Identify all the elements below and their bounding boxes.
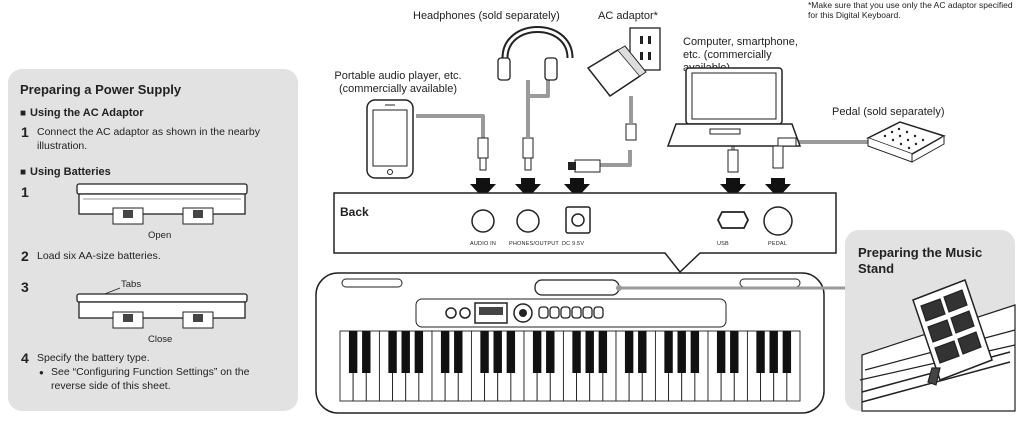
black-key <box>677 331 686 373</box>
black-key <box>414 331 424 373</box>
black-key <box>716 331 726 373</box>
black-key <box>362 331 371 373</box>
back-label: Back <box>340 205 369 219</box>
black-key <box>440 331 450 373</box>
black-key <box>506 331 516 373</box>
battery-step4-number: 4 <box>21 350 29 366</box>
black-key <box>756 331 765 373</box>
black-key <box>572 331 581 373</box>
battery-step2-number: 2 <box>21 248 29 264</box>
black-key <box>546 331 555 373</box>
black-key <box>624 331 634 373</box>
black-key <box>388 331 397 373</box>
ac-adaptor-label: AC adaptor* <box>598 10 658 22</box>
smartphone-illustration <box>366 99 414 179</box>
black-key <box>585 331 594 373</box>
ports <box>471 206 793 236</box>
black-key <box>690 331 700 373</box>
battery-cover-closed-illustration <box>76 287 248 329</box>
ac-adaptor-heading: Using the AC Adaptor <box>20 107 143 119</box>
battery-step2-text: Load six AA-size batteries. <box>37 250 161 262</box>
port-dc-in: DC 9.5V <box>562 241 585 247</box>
black-key <box>638 331 647 373</box>
black-key <box>664 331 673 373</box>
power-supply-title: Preparing a Power Supply <box>20 82 182 97</box>
music-stand-title: Preparing the Music Stand <box>858 245 983 276</box>
power-supply-panel <box>8 69 298 411</box>
laptop-illustration <box>666 67 802 173</box>
battery-step4-text: Specify the battery type. <box>37 352 150 364</box>
bullet-icon: ● <box>39 368 44 377</box>
black-key <box>532 331 542 373</box>
black-key <box>730 331 739 373</box>
battery-cover-open-illustration <box>76 183 248 225</box>
connection-arrows <box>470 178 791 198</box>
battery-step3-number: 3 <box>21 279 29 295</box>
battery-step4-bullet: See “Configuring Function Settings” on t… <box>51 366 250 392</box>
headphones-illustration <box>497 26 574 171</box>
battery-step1-number: 1 <box>21 184 29 200</box>
black-key <box>493 331 502 373</box>
black-key <box>348 331 358 373</box>
audio-plug <box>477 137 489 171</box>
black-key <box>769 331 778 373</box>
cables <box>416 72 870 167</box>
pedal-illustration <box>772 121 946 169</box>
close-label: Close <box>148 334 173 345</box>
keyboard-keys <box>339 330 801 402</box>
black-key <box>480 331 489 373</box>
black-key <box>598 331 608 373</box>
port-pedal: PEDAL <box>768 241 788 247</box>
port-phones-output: PHONES/OUTPUT <box>509 241 559 247</box>
pedal-label: Pedal (sold separately) <box>832 106 945 118</box>
batteries-heading: Using Batteries <box>20 166 111 178</box>
tabs-label: Tabs <box>121 279 142 290</box>
black-key <box>782 331 792 373</box>
black-key <box>401 331 410 373</box>
ac-step-number: 1 <box>21 124 29 140</box>
headphones-label: Headphones (sold separately) <box>413 10 560 22</box>
port-usb: USB <box>717 241 729 247</box>
ac-step-text: Connect the AC adaptor as shown in the n… <box>37 126 260 152</box>
open-label: Open <box>148 230 172 241</box>
ac-adaptor-illustration <box>568 27 661 173</box>
music-stand-slot <box>534 279 620 296</box>
music-stand-illustration <box>859 279 1016 412</box>
black-key <box>454 331 463 373</box>
audio-player-label: Portable audio player, etc. (commerciall… <box>334 70 462 95</box>
ac-adaptor-note: *Make sure that you use only the AC adap… <box>808 0 1013 20</box>
port-audio-in: AUDIO IN <box>470 241 497 247</box>
